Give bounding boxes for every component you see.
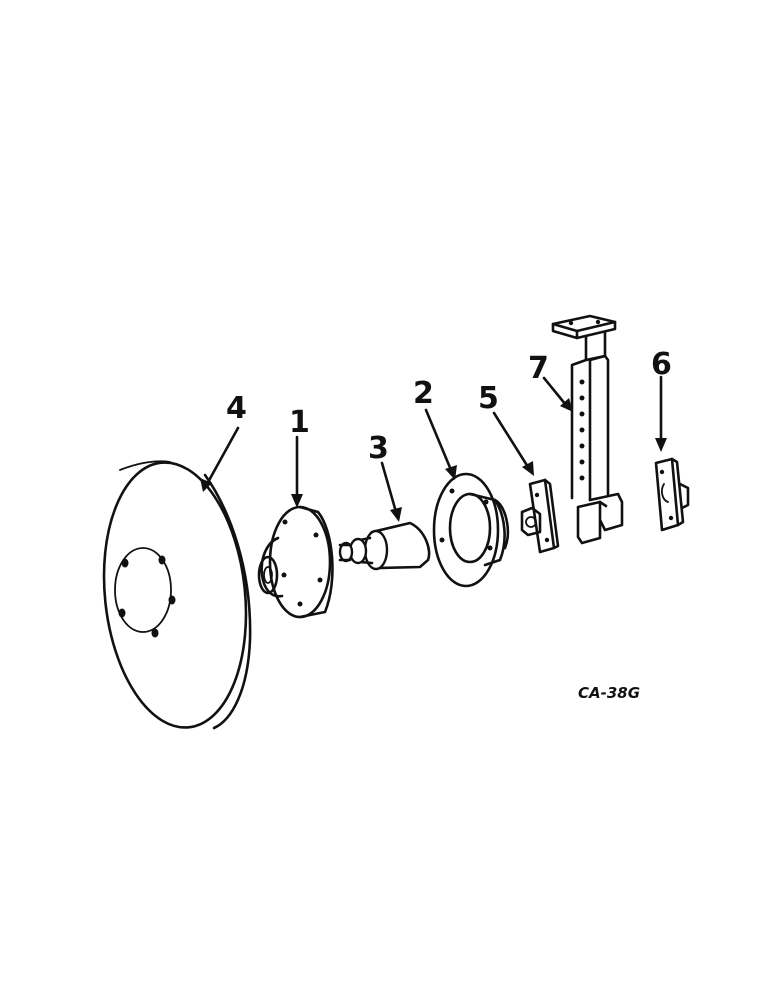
disc-blade xyxy=(102,460,252,730)
callout-4: 4 xyxy=(226,391,247,426)
callout-5: 5 xyxy=(478,381,499,416)
shank-standard xyxy=(551,314,624,545)
callout-3: 3 xyxy=(368,431,389,466)
drawing-code: CA-38G xyxy=(578,684,640,702)
bearing-housing xyxy=(432,472,510,588)
hub xyxy=(257,505,334,619)
callout-7: 7 xyxy=(528,351,549,386)
leader-arrow-4 xyxy=(205,426,240,486)
bearing-spindle xyxy=(338,521,431,571)
mounting-plate-right xyxy=(654,457,690,532)
leader-arrow-7 xyxy=(542,376,568,407)
leader-arrow-2 xyxy=(424,408,453,472)
callout-2: 2 xyxy=(413,376,434,411)
callout-6: 6 xyxy=(651,347,672,382)
mounting-plate-left xyxy=(520,478,560,554)
leader-arrows xyxy=(200,375,667,522)
callout-1: 1 xyxy=(289,405,310,440)
leader-arrow-5 xyxy=(492,411,530,469)
leader-arrow-3 xyxy=(380,461,398,514)
